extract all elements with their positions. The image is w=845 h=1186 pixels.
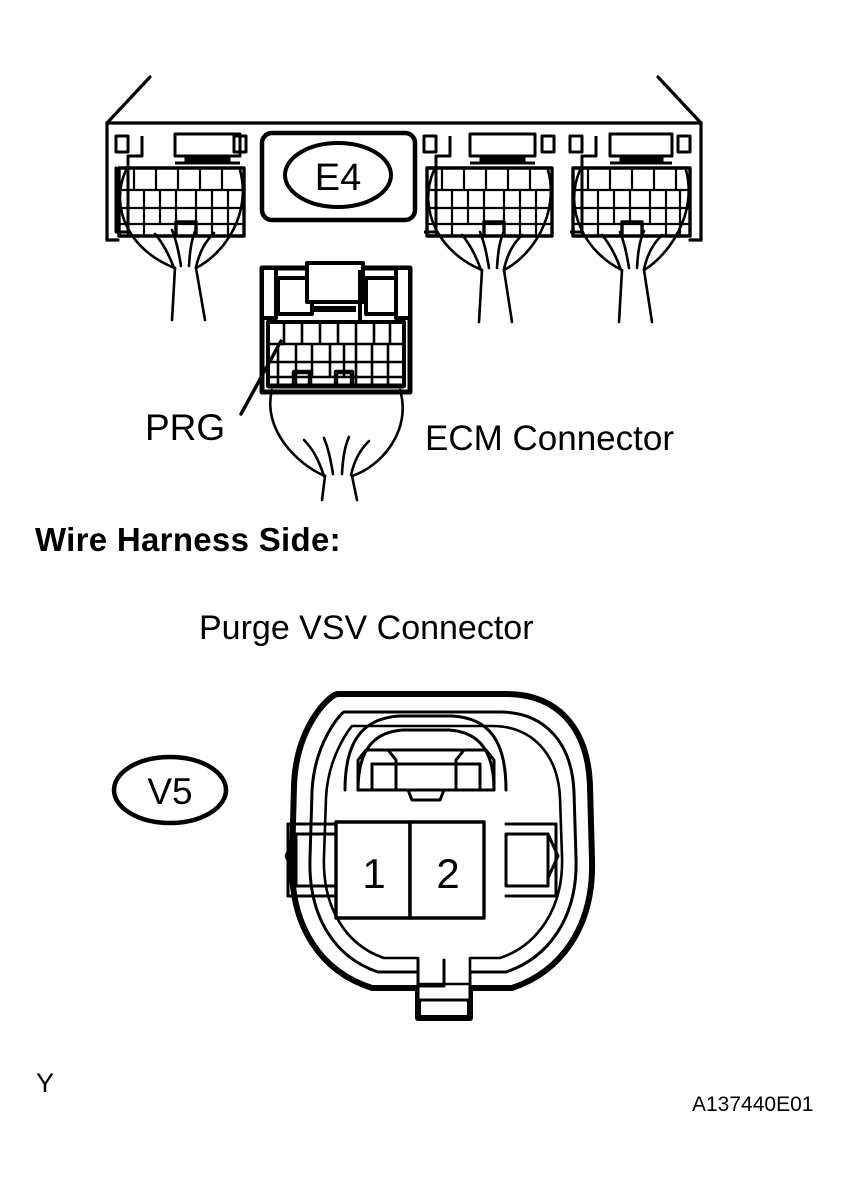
vsv-label-badge: V5 — [111, 754, 229, 826]
ecm-connector-caption: ECM Connector — [425, 419, 674, 458]
vsv-label-text: V5 — [147, 771, 192, 812]
prg-leader-line — [239, 339, 283, 416]
wire-harness-side-heading: Wire Harness Side: — [35, 521, 341, 558]
prg-connector — [259, 261, 413, 502]
ecm-connector-1 — [114, 132, 248, 238]
ecm-label-oval — [283, 141, 393, 209]
purge-vsv-connector — [284, 691, 596, 1021]
vsv-terminal-1-number: 1 — [362, 850, 385, 897]
vsv-terminal-cavities — [334, 820, 486, 920]
ecm-flange-left — [105, 75, 152, 125]
vsv-label-oval — [111, 754, 229, 826]
ecm-housing — [105, 75, 703, 242]
vsv-terminal-2-number: 2 — [436, 850, 459, 897]
prg-terminal-label: PRG — [145, 407, 226, 448]
vsv-terminal-2-cavity — [408, 820, 486, 920]
ecm-connector-3 — [568, 132, 692, 238]
vsv-terminal-1-cavity — [334, 820, 412, 920]
ecm-connector-2 — [422, 132, 556, 238]
figure-code: A137440E01 — [692, 1093, 814, 1116]
sheet-mark: Y — [36, 1068, 55, 1098]
purge-vsv-connector-caption: Purge VSV Connector — [199, 609, 534, 647]
ecm-wire-bundles — [118, 168, 691, 324]
ecm-label-text: E4 — [315, 157, 361, 199]
ecm-label-panel: E4 — [259, 130, 418, 223]
